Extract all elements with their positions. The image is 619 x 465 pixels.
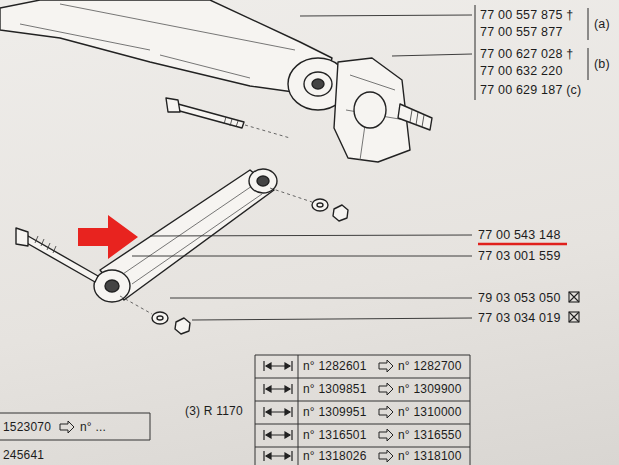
table-cell: n° 1309900	[398, 382, 462, 396]
part-number: 79 03 053 050	[478, 291, 561, 305]
part-number: (b)	[594, 57, 610, 71]
part-number: (a)	[594, 17, 610, 31]
part-number: 77 00 543 148	[478, 228, 561, 242]
stub-axle	[398, 104, 432, 130]
trailing-arm	[0, 0, 332, 96]
red-arrow	[78, 215, 138, 259]
part-number: 77 03 001 559	[478, 249, 561, 263]
table-cell: 245641	[3, 448, 44, 462]
leader-lines	[132, 15, 472, 320]
highlight-underline	[478, 243, 567, 246]
table-grid	[0, 355, 470, 465]
part-number: 77 00 557 875 †	[480, 8, 573, 22]
bracket	[475, 5, 588, 100]
bolt	[176, 104, 244, 128]
bushing	[94, 270, 130, 302]
table-cell: n° 1310000	[398, 405, 462, 419]
part-number: 77 00 557 877	[480, 25, 563, 39]
part-number: 77 03 034 019	[478, 311, 561, 325]
crossed-box	[569, 292, 579, 322]
washer	[152, 312, 168, 324]
table-cell: (3) R 1170	[185, 404, 243, 418]
washer	[312, 199, 328, 211]
table-cell: n° 1316501	[303, 428, 367, 442]
table-cell: n° 1282700	[398, 359, 462, 373]
table-cell: n° 1318026	[303, 449, 367, 463]
range-arrow	[60, 360, 393, 462]
model-icon	[264, 361, 292, 461]
table-cell: 1523070	[3, 420, 51, 434]
table-cell: n° 1318100	[398, 449, 462, 463]
table-cell: n° 1316550	[398, 428, 462, 442]
table-cell: n° 1309851	[303, 382, 367, 396]
part-number: 77 00 629 187 (c)	[480, 83, 581, 97]
part-number: 77 00 627 028 †	[480, 47, 573, 61]
part-number: 77 00 632 220	[480, 64, 563, 78]
nut	[175, 318, 190, 334]
table-cell: n° 1309951	[303, 405, 367, 419]
table-cell: n° 1282601	[303, 359, 367, 373]
table-cell: n° ...	[80, 420, 106, 434]
nut	[333, 205, 348, 221]
